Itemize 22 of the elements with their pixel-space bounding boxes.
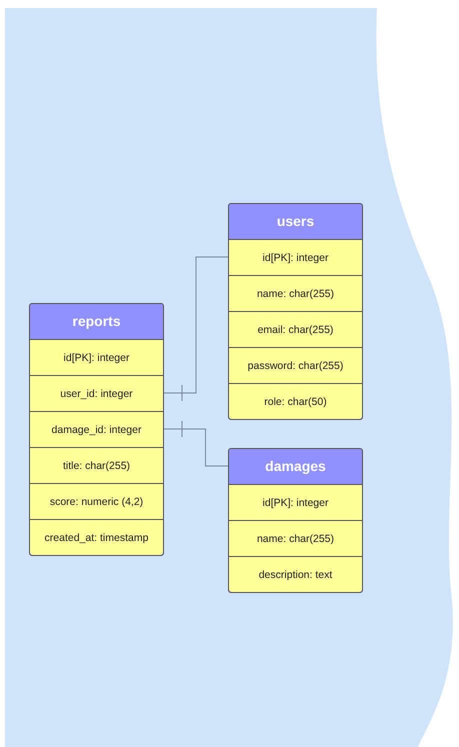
field-row: user_id: integer	[30, 375, 163, 411]
field-row: password: char(255)	[229, 347, 362, 383]
table-box	[228, 203, 363, 420]
field-row: name: char(255)	[229, 275, 362, 311]
field-row: created_at: timestamp	[30, 519, 163, 555]
field-row: damage_id: integer	[30, 411, 163, 447]
field-row: score: numeric (4,2)	[30, 483, 163, 519]
table-title: damages	[264, 457, 327, 476]
field-row: description: text	[229, 556, 362, 592]
field-row: email: char(255)	[229, 311, 362, 347]
field-row: id[PK]: integer	[229, 239, 362, 275]
table-box	[228, 448, 363, 593]
field-row: name: char(255)	[229, 520, 362, 556]
relationship-line	[162, 420, 228, 466]
relationship-line	[162, 256, 230, 402]
field-row: id[PK]: integer	[229, 484, 362, 520]
table-title: reports	[71, 312, 122, 331]
field-row: id[PK]: integer	[30, 339, 163, 375]
field-row: title: char(255)	[30, 447, 163, 483]
table-box	[29, 303, 164, 556]
table-title: users	[276, 212, 316, 231]
field-row: role: char(50)	[229, 383, 362, 419]
